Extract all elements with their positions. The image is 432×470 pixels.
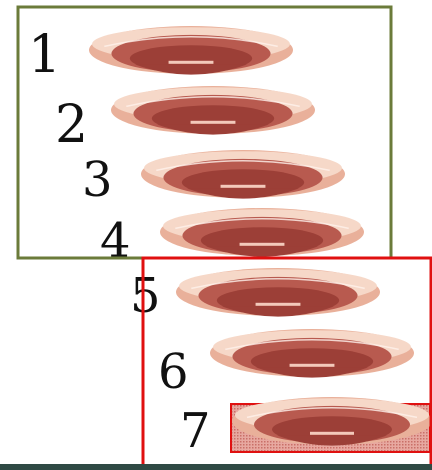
- plate-3-icon: [141, 150, 345, 199]
- plate-2-icon: [111, 86, 315, 135]
- plate-label-7: 7: [180, 403, 211, 459]
- plate-label-1: 1: [28, 25, 61, 85]
- plate-label-5: 5: [130, 268, 161, 324]
- plate-5-icon: [176, 268, 380, 317]
- plate-label-4: 4: [100, 213, 131, 269]
- plate-label-2: 2: [55, 95, 88, 155]
- plate-label-6: 6: [158, 344, 189, 400]
- bottom-bar: [0, 464, 432, 470]
- plate-6-icon: [210, 329, 414, 378]
- plate-label-3: 3: [82, 152, 113, 208]
- plate-1-icon: [89, 26, 293, 75]
- plate-4-icon: [160, 208, 364, 257]
